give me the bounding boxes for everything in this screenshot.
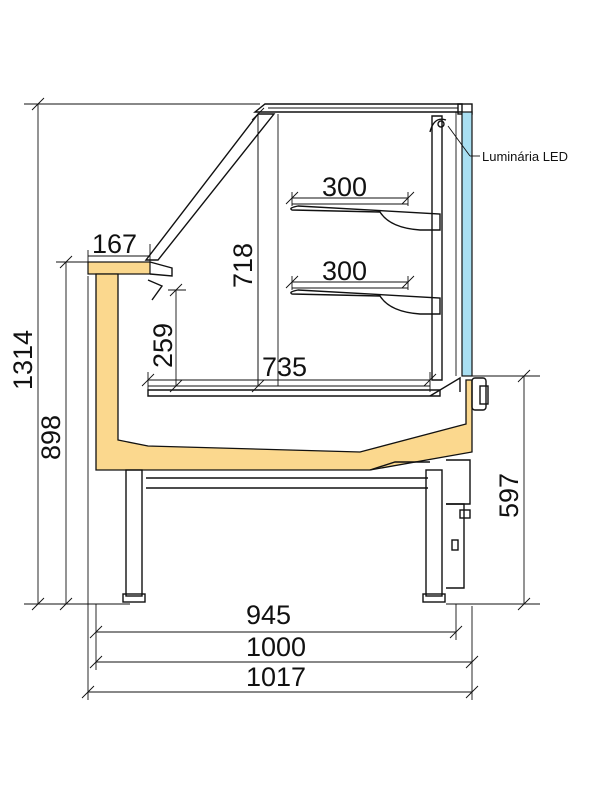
- dimension-lines: [24, 97, 540, 700]
- dim-base-width: 945: [246, 600, 291, 630]
- dimension-labels: 1314 898 167 718 300 300 259 735 597 945…: [8, 172, 524, 692]
- led-lamp: [429, 118, 447, 133]
- dim-rear-height: 597: [494, 473, 524, 518]
- led-callout: Luminária LED: [447, 125, 568, 164]
- front-leg: [125, 469, 143, 597]
- top-shelf: [290, 205, 441, 231]
- dim-display-width: 735: [262, 352, 307, 382]
- dim-top-shelf: 300: [322, 172, 367, 202]
- front-glass: [144, 113, 276, 261]
- dim-display-depth: 259: [148, 323, 178, 368]
- dim-lower-shelf: 300: [322, 256, 367, 286]
- dim-overall-width: 1017: [246, 662, 306, 692]
- insulated-body: [95, 273, 473, 471]
- led-label: Luminária LED: [482, 149, 568, 164]
- rear-glass: [461, 111, 473, 377]
- rear-leg: [425, 469, 443, 597]
- dim-glass-height: 718: [228, 243, 258, 288]
- dim-frame-width: 1000: [246, 632, 306, 662]
- lower-shelf: [290, 289, 441, 315]
- dim-front-ledge: 167: [92, 229, 137, 259]
- display-bed: [147, 389, 441, 397]
- dim-total-height: 1314: [8, 330, 38, 390]
- front-ledge: [87, 261, 151, 275]
- dim-counter-height: 898: [36, 415, 66, 460]
